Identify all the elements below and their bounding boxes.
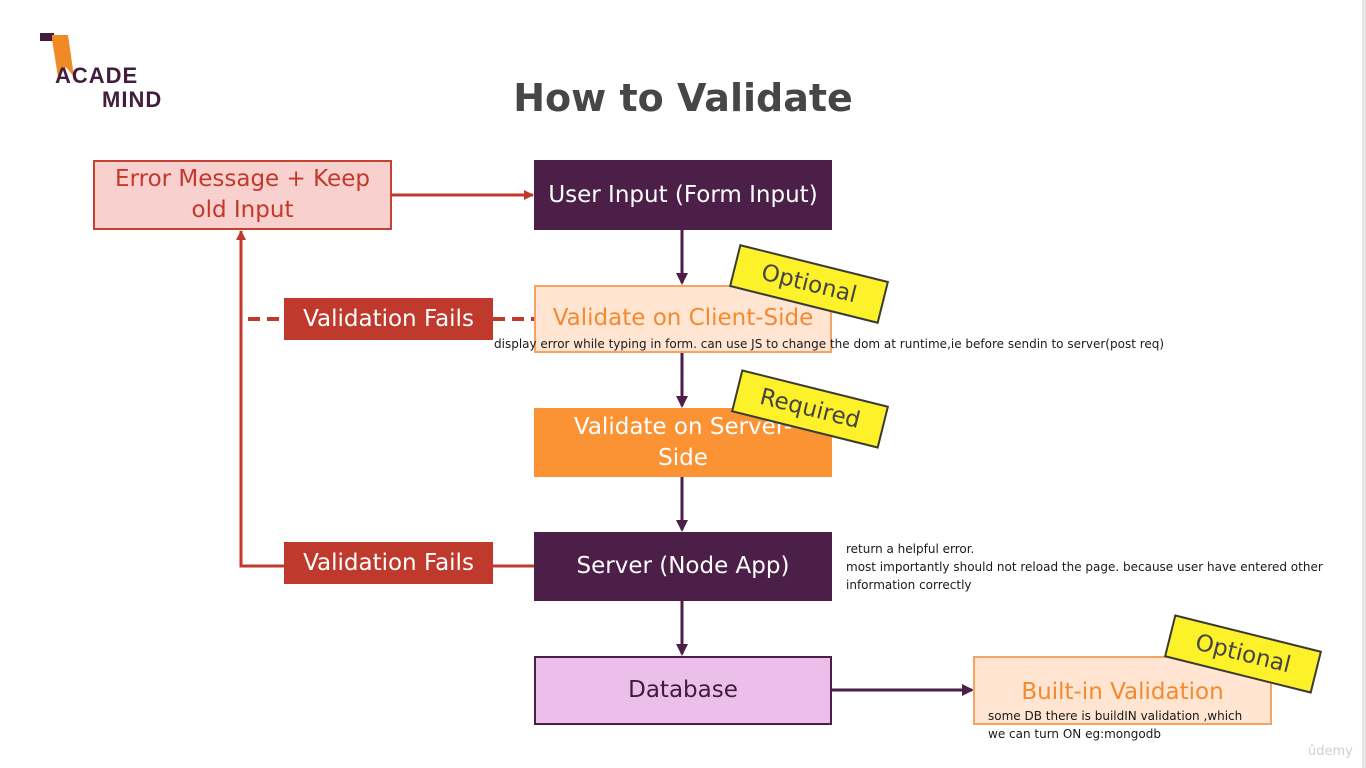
database-box: Database [534, 656, 832, 725]
note-server-line: information correctly [846, 578, 972, 592]
note-builtin: some DB there is buildIN validation ,whi… [988, 707, 1242, 743]
academind-logo: ACADE MIND [38, 33, 178, 113]
validation-fails-client-box: Validation Fails [284, 298, 493, 340]
logo-text-line2: MIND [102, 87, 163, 112]
validation-fails-server-box: Validation Fails [284, 542, 493, 584]
client-validation-label: Validate on Client-Side [552, 305, 814, 331]
user-input-box: User Input (Form Input) [534, 160, 832, 230]
note-builtin-line: we can turn ON eg:mongodb [988, 727, 1161, 741]
database-label: Database [628, 677, 738, 703]
slide-edge-strip [1362, 0, 1366, 768]
error-message-box: Error Message + Keep old Input [93, 160, 392, 230]
error-message-label: Error Message + Keep old Input [115, 166, 370, 223]
server-box: Server (Node App) [534, 532, 832, 601]
logo-flag-icon [40, 33, 74, 77]
note-server-line: return a helpful error. [846, 542, 975, 556]
note-builtin-line: some DB there is buildIN validation ,whi… [988, 709, 1243, 723]
builtin-validation-label: Built-in Validation [1021, 679, 1224, 705]
user-input-label: User Input (Form Input) [548, 181, 818, 208]
note-server: return a helpful error. most importantly… [846, 540, 1323, 594]
udemy-watermark: ûdemy [1308, 744, 1353, 759]
note-client-side: display error while typing in form. can … [494, 337, 1165, 351]
validation-fails-server-label: Validation Fails [303, 549, 474, 576]
logo-text-line1: ACADE [55, 63, 139, 88]
arrow-fail-to-error [236, 230, 284, 568]
note-server-line: most importantly should not reload the p… [846, 560, 1323, 574]
validation-fails-client-label: Validation Fails [303, 305, 474, 332]
server-validation-box: Validate on Server-Side [534, 408, 832, 477]
slide-title: How to Validate [513, 76, 853, 120]
server-label: Server (Node App) [576, 553, 790, 579]
